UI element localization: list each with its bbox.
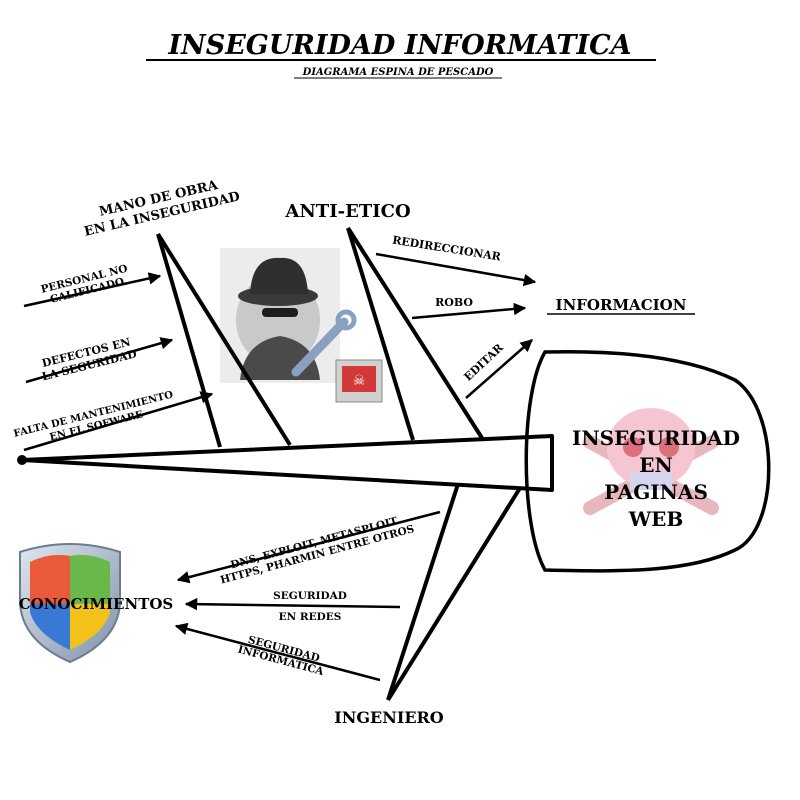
category-informacion: INFORMACION: [556, 296, 687, 314]
cause-defectos-label: DEFECTOS EN LA SEGURIDAD: [41, 335, 139, 383]
cause-seg-info-label: SEGURIDAD INFORMATICA: [237, 634, 326, 678]
head-label-line-3: PAGINAS: [604, 480, 708, 504]
page-subtitle: DIAGRAMA ESPINA DE PESCADO: [302, 67, 494, 78]
hacker-with-wrench-icon: ☠: [220, 248, 383, 403]
category-ingeniero: INGENIERO: [334, 708, 444, 727]
cause-seg-redes-label: SEGURIDAD EN REDES: [273, 590, 347, 623]
cause-personal-label: PERSONAL NO CALIFICADO: [40, 263, 129, 306]
cause-seg-redes-line-1: SEGURIDAD: [273, 590, 347, 602]
fish-spine: [20, 434, 554, 492]
cause-editar-label: EDITAR: [462, 341, 507, 384]
cause-arrows: [23, 252, 537, 682]
skull-crossbones-icon: [583, 408, 719, 515]
page-title: INSEGURIDAD INFORMATICA: [167, 30, 631, 61]
head-label-line-1: INSEGURIDAD: [572, 426, 740, 450]
main-bones: [156, 226, 522, 702]
category-mano-de-obra: MANO DE OBRA EN LA INSEGURIDAD: [83, 178, 242, 240]
category-anti-etico: ANTI-ETICO: [284, 201, 410, 222]
cause-seg-redes-line-2: EN REDES: [279, 611, 342, 623]
cause-robo-label: ROBO: [435, 296, 473, 309]
windows-shield-icon: [19, 543, 121, 664]
head-label: INSEGURIDAD EN PAGINAS WEB: [572, 426, 740, 531]
category-conocimientos: CONOCIMIENTOS: [19, 595, 174, 613]
head-label-line-2: EN: [639, 453, 673, 477]
head-label-line-4: WEB: [628, 507, 684, 531]
cause-dns-label: DNS, EXPLOIT, METASPLOIT HTTPS, PHARMIN …: [219, 515, 416, 586]
fish-head: [524, 349, 771, 573]
cause-falta-label: FALTA DE MANTENIMIENTO EN EL SOFWARE: [13, 389, 175, 443]
svg-text:☠: ☠: [353, 373, 366, 389]
